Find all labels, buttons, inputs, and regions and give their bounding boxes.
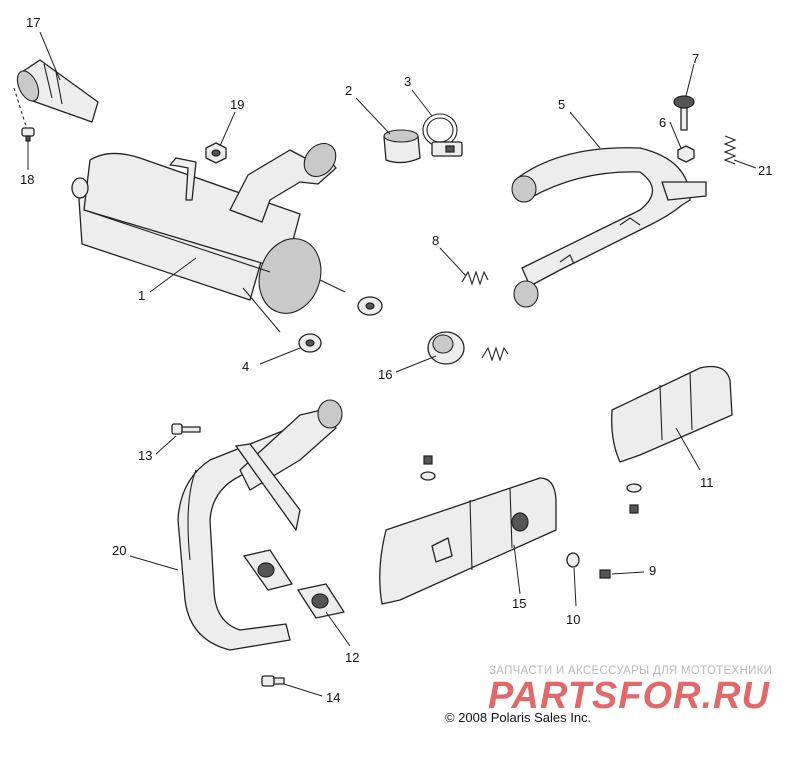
part-washer-10: [566, 552, 580, 568]
callout-3: 3: [404, 74, 411, 89]
part-nut-19: [205, 142, 227, 164]
part-screw-18: [21, 127, 35, 142]
part-heat-shield-15: [379, 455, 557, 605]
part-spring-21: [723, 135, 737, 165]
callout-19: 19: [230, 97, 244, 112]
part-bumper-7: [673, 95, 695, 131]
part-seal-2: [383, 129, 421, 164]
callout-6: 6: [659, 115, 666, 130]
callout-10: 10: [566, 612, 580, 627]
callout-2: 2: [345, 83, 352, 98]
part-head-pipe-5: [511, 147, 707, 308]
part-muffler: [71, 142, 346, 333]
callout-13: 13: [138, 448, 152, 463]
part-heat-shield-11: [611, 365, 733, 514]
callout-12: 12: [345, 650, 359, 665]
callout-labels: 17 18 19 1 4 2 3 5 6 7 21 8 16 11 13 20 …: [20, 15, 772, 705]
watermark-brand: PARTSFOR.RU: [488, 675, 770, 717]
callout-9: 9: [649, 563, 656, 578]
part-grommet-4: [298, 333, 322, 353]
part-seal-16: [427, 331, 465, 365]
part-bolt-13: [171, 423, 201, 435]
part-nut-6: [677, 145, 695, 163]
watermark-tagline: ЗАПЧАСТИ И АКСЕССУАРЫ ДЛЯ МОТОТЕХНИКИ: [489, 665, 772, 677]
copyright-notice: © 2008 Polaris Sales Inc.: [445, 710, 591, 725]
part-bolt-14: [261, 675, 285, 687]
part-spark-arrestor: [13, 59, 99, 127]
part-grommet: [357, 296, 383, 316]
callout-16: 16: [378, 367, 392, 382]
callout-14: 14: [326, 690, 340, 705]
callout-17: 17: [26, 15, 40, 30]
callout-15: 15: [512, 596, 526, 611]
callout-21: 21: [758, 163, 772, 178]
part-clamp-3: [422, 113, 463, 157]
part-gasket-12: [243, 549, 345, 619]
callout-5: 5: [558, 97, 565, 112]
part-spring-8: [461, 270, 489, 286]
callout-8: 8: [432, 233, 439, 248]
callout-20: 20: [112, 543, 126, 558]
part-screw-9: [599, 569, 611, 579]
leader-lines: [27, 31, 757, 697]
callout-18: 18: [20, 172, 34, 187]
callout-7: 7: [692, 51, 699, 66]
callout-11: 11: [700, 475, 714, 490]
callout-1: 1: [138, 288, 145, 303]
callout-4: 4: [242, 359, 249, 374]
part-spring: [481, 346, 509, 362]
part-header-20: [177, 399, 343, 651]
